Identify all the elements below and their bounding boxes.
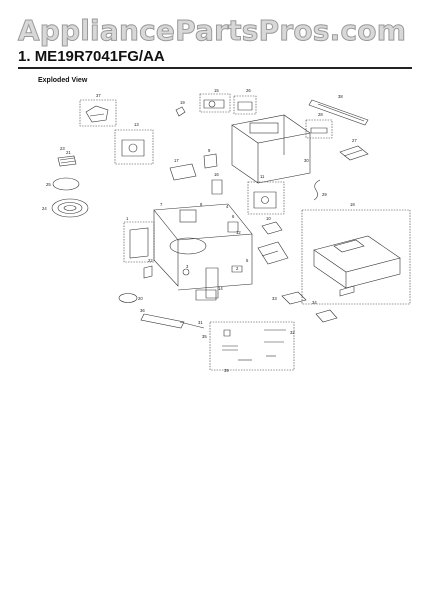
callout-3: 3: [186, 264, 189, 269]
exploded-view-label: Exploded View: [38, 77, 88, 84]
latch-part: [175, 106, 186, 117]
callout-6: 6: [232, 214, 235, 219]
callout-31: 31: [198, 320, 203, 325]
callout-16: 16: [214, 172, 219, 177]
callout-35: 35: [202, 334, 207, 339]
callout-33: 33: [272, 296, 277, 301]
roller-ring: [52, 177, 80, 191]
vent-grille: [308, 99, 369, 126]
callout-29: 29: [322, 192, 327, 197]
glass-tray: [51, 198, 89, 218]
callout-13: 13: [134, 122, 139, 127]
turntable-coupler: [118, 293, 138, 303]
callout-34: 34: [312, 300, 317, 305]
control-panel: [140, 313, 205, 329]
callout-32: 32: [290, 330, 295, 335]
callout-labels: 37 19 15 26 38 28 13 27 21 17 9 30 25 16…: [42, 88, 357, 373]
turntable-motor-assembly: [114, 129, 154, 165]
callout-25: 25: [46, 182, 51, 187]
callout-18: 18: [350, 202, 355, 207]
section-number: 1.: [18, 48, 31, 65]
model-number: ME19R7041FG/AA: [34, 48, 165, 65]
base-plate-assembly: [301, 209, 411, 305]
terminal-block: [211, 179, 223, 195]
oven-cavity: [153, 203, 253, 291]
magnetron-transformer: [257, 221, 289, 265]
callout-8: 8: [200, 202, 203, 207]
grease-filter-left: [281, 291, 307, 305]
callout-5: 5: [246, 258, 249, 263]
callout-9: 9: [208, 148, 211, 153]
callout-21: 21: [66, 150, 71, 155]
callout-24: 24: [42, 206, 47, 211]
power-cord: [313, 179, 321, 201]
heading-rule: [18, 67, 412, 69]
callout-11: 11: [260, 174, 265, 179]
waveguide: [195, 267, 219, 301]
callout-22: 22: [148, 258, 153, 263]
duct-adaptor: [339, 145, 369, 161]
capacitor-assembly: [247, 181, 285, 215]
callout-7: 7: [160, 202, 163, 207]
door-assembly: [123, 221, 155, 263]
callout-12: 12: [236, 230, 241, 235]
callout-28: 28: [318, 112, 323, 117]
callout-26: 26: [246, 88, 251, 93]
interlock-switch: [227, 221, 239, 233]
callout-19: 19: [180, 100, 185, 105]
screw-kit: [209, 321, 295, 371]
callout-2: 2: [236, 266, 239, 271]
callout-23: 23: [60, 146, 65, 151]
exhaust-cap: [305, 119, 333, 139]
callout-15: 15: [214, 88, 219, 93]
damper-bracket: [233, 95, 257, 115]
callout-1: 1: [126, 216, 129, 221]
fuse-part: [182, 265, 243, 276]
rack-grille: [57, 155, 77, 167]
callout-20: 20: [138, 296, 143, 301]
control-relay-assembly: [79, 99, 117, 127]
bracket-part: [169, 163, 197, 181]
callout-30: 30: [304, 158, 309, 163]
callout-4: 4: [226, 204, 229, 209]
site-watermark: AppliancePartsPros.com: [17, 14, 407, 48]
page-heading: 1. ME19R7041FG/AA: [18, 48, 165, 65]
sensor-part: [143, 265, 153, 279]
callout-17: 17: [174, 158, 179, 163]
callout-38: 38: [338, 94, 343, 99]
small-bracket-part: [203, 153, 218, 169]
callout-36: 36: [140, 308, 145, 313]
callout-37: 37: [96, 93, 101, 98]
outer-cabinet: [231, 114, 311, 184]
callout-14: 14: [218, 286, 223, 291]
fan-motor-assembly: [199, 93, 231, 113]
callout-39: 39: [224, 368, 229, 373]
grease-filter-right: [315, 309, 338, 323]
callout-10: 10: [266, 216, 271, 221]
callout-27: 27: [352, 138, 357, 143]
